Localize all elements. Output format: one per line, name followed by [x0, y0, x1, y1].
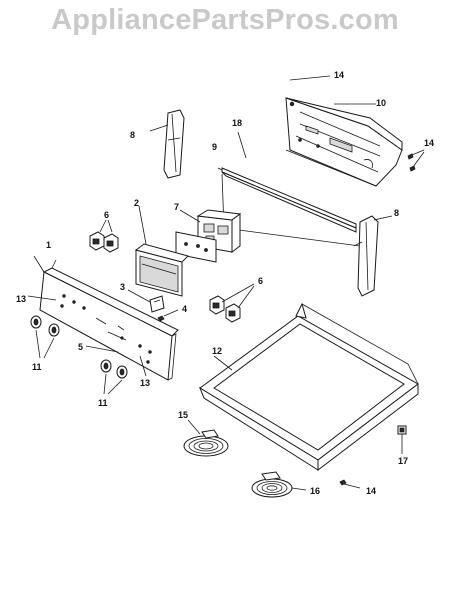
part-11-left-knobs	[30, 315, 60, 359]
part-8-right-side-trim	[353, 215, 393, 297]
part-16-surface-element	[251, 471, 307, 498]
callout-8-right: 8	[394, 208, 399, 218]
watermark-logo: AppliancePartsPros.com	[51, 4, 399, 36]
callout-11-left: 11	[32, 362, 42, 372]
callout-12: 12	[212, 346, 222, 356]
callout-8-left: 8	[130, 130, 135, 140]
part-14-screw-bottom	[339, 479, 361, 489]
callout-2: 2	[134, 198, 139, 208]
callout-7: 7	[174, 202, 179, 212]
callout-9: 9	[212, 142, 217, 152]
callout-17: 17	[398, 456, 408, 466]
callout-14-bottom: 14	[366, 486, 376, 496]
part-14-screws-right	[407, 149, 425, 172]
part-15-surface-element	[183, 419, 229, 457]
part-9-trim-strip	[217, 131, 361, 247]
part-17-leveler	[397, 425, 407, 454]
callout-5: 5	[78, 342, 83, 352]
part-12-cooktop	[198, 302, 419, 472]
callout-1: 1	[46, 240, 51, 250]
callout-labels: 8 14 10 18 9 14 2 7 6 8 1 6 3 4 13 5 12 …	[16, 70, 434, 496]
callout-4: 4	[182, 304, 187, 314]
callout-15: 15	[178, 410, 188, 420]
callout-13-right: 13	[140, 378, 150, 388]
part-7-control-module	[175, 209, 242, 263]
part-8-left-side-trim	[149, 109, 185, 179]
part-11-right-knobs	[100, 359, 128, 395]
part-4-screw	[157, 309, 179, 322]
callout-18: 18	[232, 118, 242, 128]
part-3-bracket	[127, 289, 165, 313]
callout-11-right: 11	[98, 398, 108, 408]
part-10-backguard-panel	[285, 75, 403, 187]
callout-14-right: 14	[424, 138, 434, 148]
part-1-control-panel	[27, 255, 179, 381]
callout-13-left: 13	[16, 294, 26, 304]
callout-10: 10	[376, 98, 386, 108]
callout-14-top: 14	[334, 70, 344, 80]
callout-16: 16	[310, 486, 320, 496]
callout-3: 3	[120, 282, 125, 292]
callout-6-left: 6	[104, 210, 109, 220]
part-6-left-switches	[89, 219, 119, 253]
callout-6-right: 6	[258, 276, 263, 286]
part-6-right-switches	[209, 283, 255, 323]
part-2-display-bezel	[134, 205, 189, 297]
